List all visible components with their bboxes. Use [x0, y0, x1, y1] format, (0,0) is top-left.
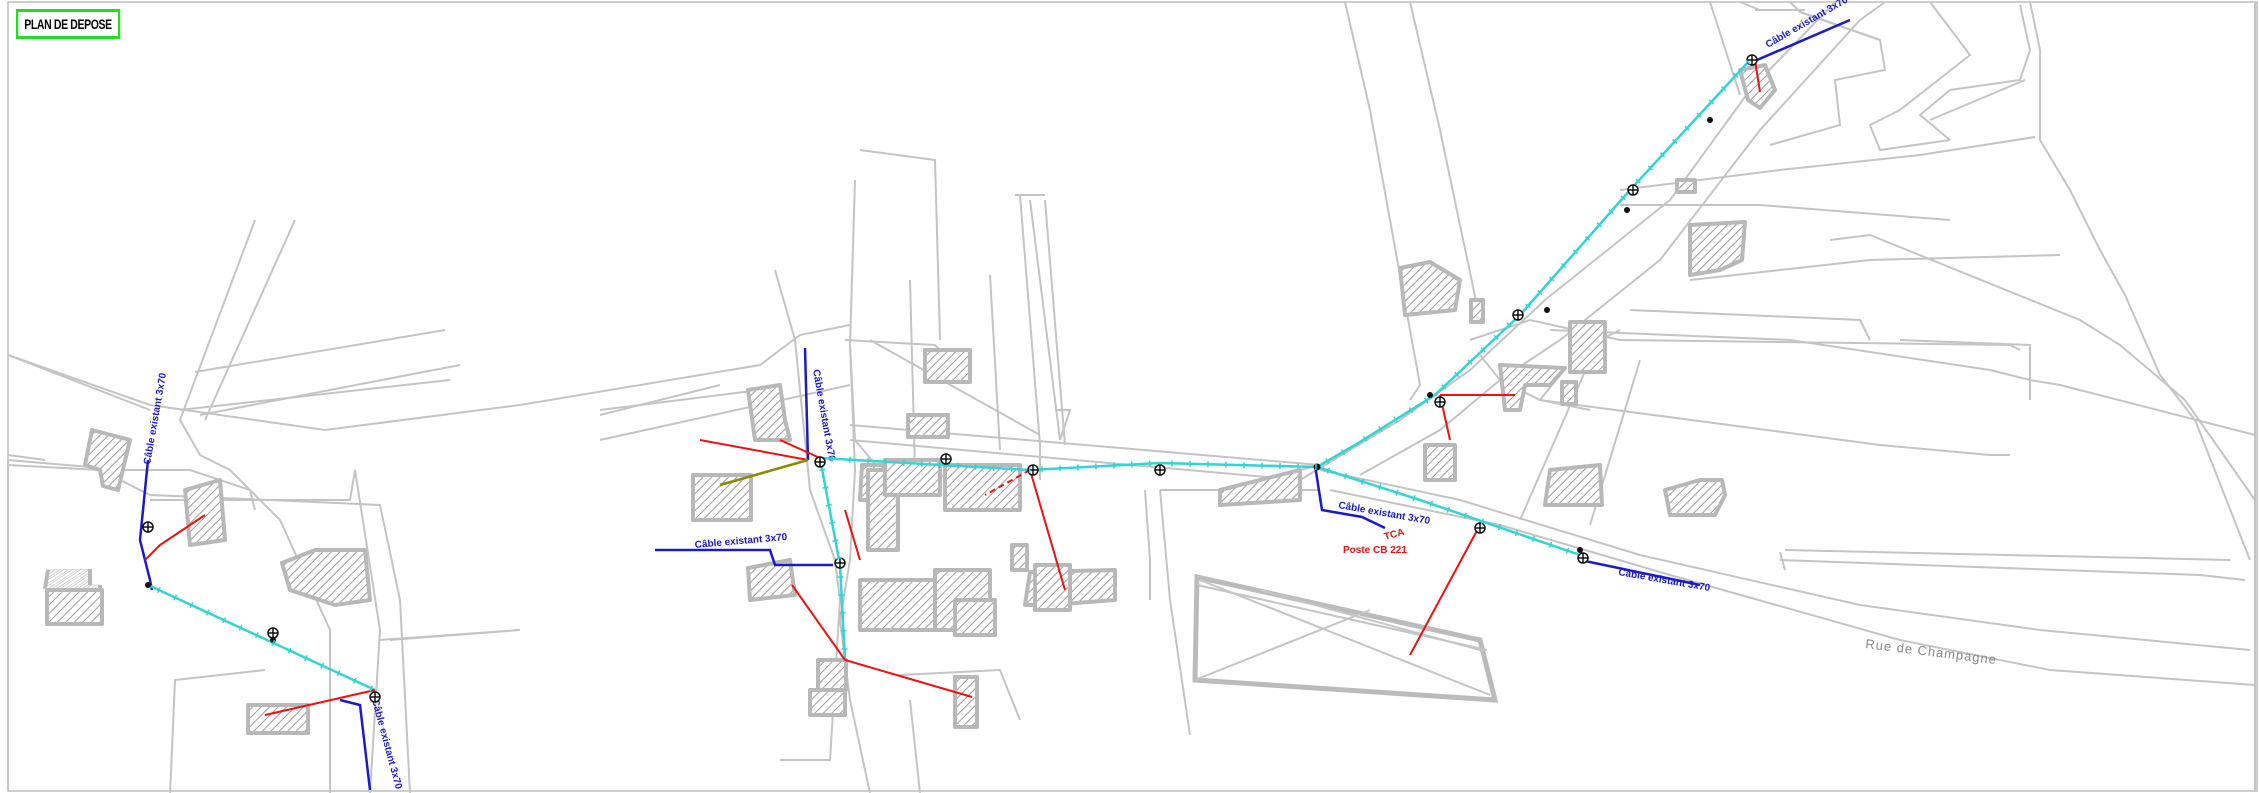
network-tick — [1659, 152, 1666, 158]
network-tick — [1560, 262, 1567, 268]
network-tick — [819, 468, 826, 472]
network-tick — [829, 521, 836, 525]
parcel-lines — [7, 1, 2256, 793]
network-tick — [1395, 489, 1399, 496]
network-tick — [1506, 322, 1512, 328]
network-tick — [205, 609, 210, 616]
network-tick — [1325, 458, 1330, 464]
network-tick — [336, 670, 341, 677]
network-tick — [369, 685, 374, 692]
network-tick — [1696, 112, 1702, 118]
network-tick — [1343, 473, 1348, 480]
cable-label-2: Câble existant 3x70 — [369, 698, 404, 791]
network-tick — [1635, 178, 1641, 184]
network-tick — [1572, 249, 1579, 255]
network-tick — [1378, 426, 1383, 433]
network-tick — [1584, 235, 1591, 241]
network-tick — [1548, 541, 1553, 548]
network-tick — [1672, 138, 1678, 145]
network-tick — [1467, 359, 1473, 365]
network-tick — [1429, 500, 1434, 507]
network-tick — [825, 503, 832, 507]
network-tick — [1362, 435, 1368, 442]
network-tick — [1548, 276, 1555, 282]
network-tick — [1378, 484, 1382, 491]
network-tick — [1424, 397, 1429, 404]
street-name: Rue de Champagne — [1865, 636, 1998, 667]
network-tick — [303, 655, 308, 662]
network-tick — [287, 647, 292, 654]
network-tick — [1326, 467, 1331, 474]
cable-label-3: Câble existant 3x70 — [810, 369, 837, 463]
network-tick — [1537, 289, 1543, 296]
network-tick — [1446, 506, 1451, 513]
network-tick — [352, 677, 357, 684]
buildings — [43, 63, 1777, 735]
network-tick — [1596, 222, 1603, 228]
poste-label: Poste CB 221 — [1343, 545, 1407, 556]
poles — [142, 54, 1758, 703]
network-tick — [1493, 334, 1499, 341]
network-tick — [1408, 407, 1414, 413]
network-tick — [222, 617, 227, 624]
network-tick — [1441, 384, 1447, 390]
network-tick — [1454, 371, 1460, 378]
network-tick — [1514, 530, 1519, 537]
network-tick — [1525, 303, 1531, 309]
network-tick — [1531, 535, 1536, 543]
network-tick — [822, 486, 829, 489]
cable-label-5: Câble existant 3x70 — [1337, 500, 1431, 527]
network-tick — [254, 632, 259, 639]
branch-lines — [144, 59, 1761, 716]
network-tick — [1463, 512, 1468, 519]
network-tick — [1733, 72, 1739, 78]
network-tick — [1361, 478, 1365, 485]
plan-title: PLAN DE DEPOSE — [16, 9, 121, 39]
network-tick — [173, 594, 178, 601]
network-tick — [271, 639, 276, 646]
network-tick — [1480, 518, 1485, 525]
cable-label-4: Câble existant 3x70 — [694, 532, 788, 551]
network-tick — [156, 587, 161, 594]
cable-label-6: Câble existant 3x70 — [1617, 567, 1711, 594]
network-tick — [1720, 86, 1727, 92]
network-tick — [1684, 125, 1690, 131]
cable-label-1: Câble existant 3x70 — [142, 372, 169, 466]
network-tick — [189, 602, 194, 609]
network-tick — [1497, 524, 1502, 531]
network-tick — [1608, 208, 1614, 214]
network-tick — [1620, 195, 1626, 201]
network-tick — [1745, 59, 1751, 65]
network-tick — [1393, 416, 1398, 423]
large-building — [1192, 573, 1499, 703]
network-tick — [835, 556, 842, 560]
network-tick — [1340, 448, 1346, 455]
network-tick — [238, 624, 243, 631]
network-tick — [1647, 165, 1654, 171]
network-tick — [1480, 347, 1486, 353]
network-tick — [1708, 99, 1715, 105]
network-tick — [1412, 495, 1416, 502]
network-tick — [320, 662, 325, 669]
network-tick — [832, 539, 839, 542]
network-tick — [1565, 547, 1570, 554]
existing-cables — [138, 18, 1851, 791]
sheet-frame — [7, 1, 2258, 792]
svg-text:TCA: TCA — [1383, 527, 1406, 543]
